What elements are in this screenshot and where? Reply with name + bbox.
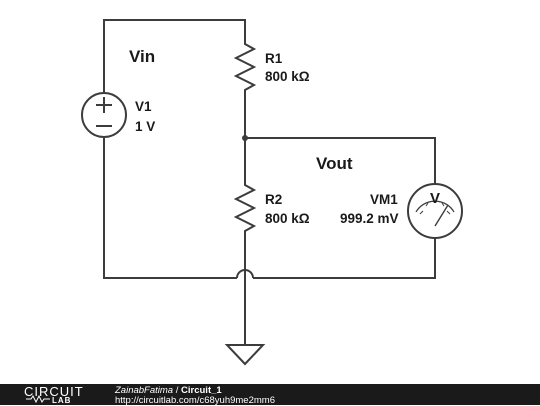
meter-scale-icon [415, 200, 455, 213]
resistor-r1 [233, 40, 257, 96]
voltmeter-vm1: V [407, 183, 463, 239]
voltage-source-v1 [81, 92, 127, 138]
vout-label: Vout [316, 154, 353, 173]
circuitlab-logo-subtext: LAB [52, 396, 72, 405]
meter-symbol: V [430, 190, 440, 207]
v1-name: V1 [135, 99, 152, 114]
vin-label: Vin [129, 47, 155, 66]
wires [103, 19, 436, 345]
schematic-canvas: V Vin Vout V1 1 V R1 800 kΩ R2 800 kΩ VM… [81, 19, 463, 366]
footer-bar: CIRCUIT LAB ZainabFatima / Circuit_1 htt… [0, 384, 540, 406]
circuit-url[interactable]: http://circuitlab.com/c68yuh9me2mm6 [115, 395, 275, 406]
v1-value: 1 V [135, 119, 155, 134]
r2-value: 800 kΩ [265, 211, 310, 226]
resistor-logo-icon [26, 395, 50, 403]
junction-dot [242, 135, 248, 141]
resistor-r2 [233, 181, 257, 237]
r1-value: 800 kΩ [265, 69, 310, 84]
author-name[interactable]: ZainabFatima [115, 385, 174, 396]
wire-top-left [103, 19, 246, 93]
r2-name: R2 [265, 192, 282, 207]
vm1-value: 999.2 mV [340, 211, 399, 226]
path-separator: / [173, 385, 182, 396]
wire-meter-bottom [253, 238, 436, 279]
r1-name: R1 [265, 51, 283, 66]
meter-needle-icon [434, 204, 449, 227]
circuitlab-logo-text: CIRCUIT [24, 384, 84, 399]
circuit-attribution: ZainabFatima / Circuit_1 [115, 385, 222, 396]
wire-left-bottom [103, 138, 237, 279]
vm1-name: VM1 [370, 192, 398, 207]
wire-node-to-meter [245, 137, 436, 184]
circuit-title[interactable]: Circuit_1 [181, 385, 222, 396]
ground-icon [224, 344, 266, 366]
